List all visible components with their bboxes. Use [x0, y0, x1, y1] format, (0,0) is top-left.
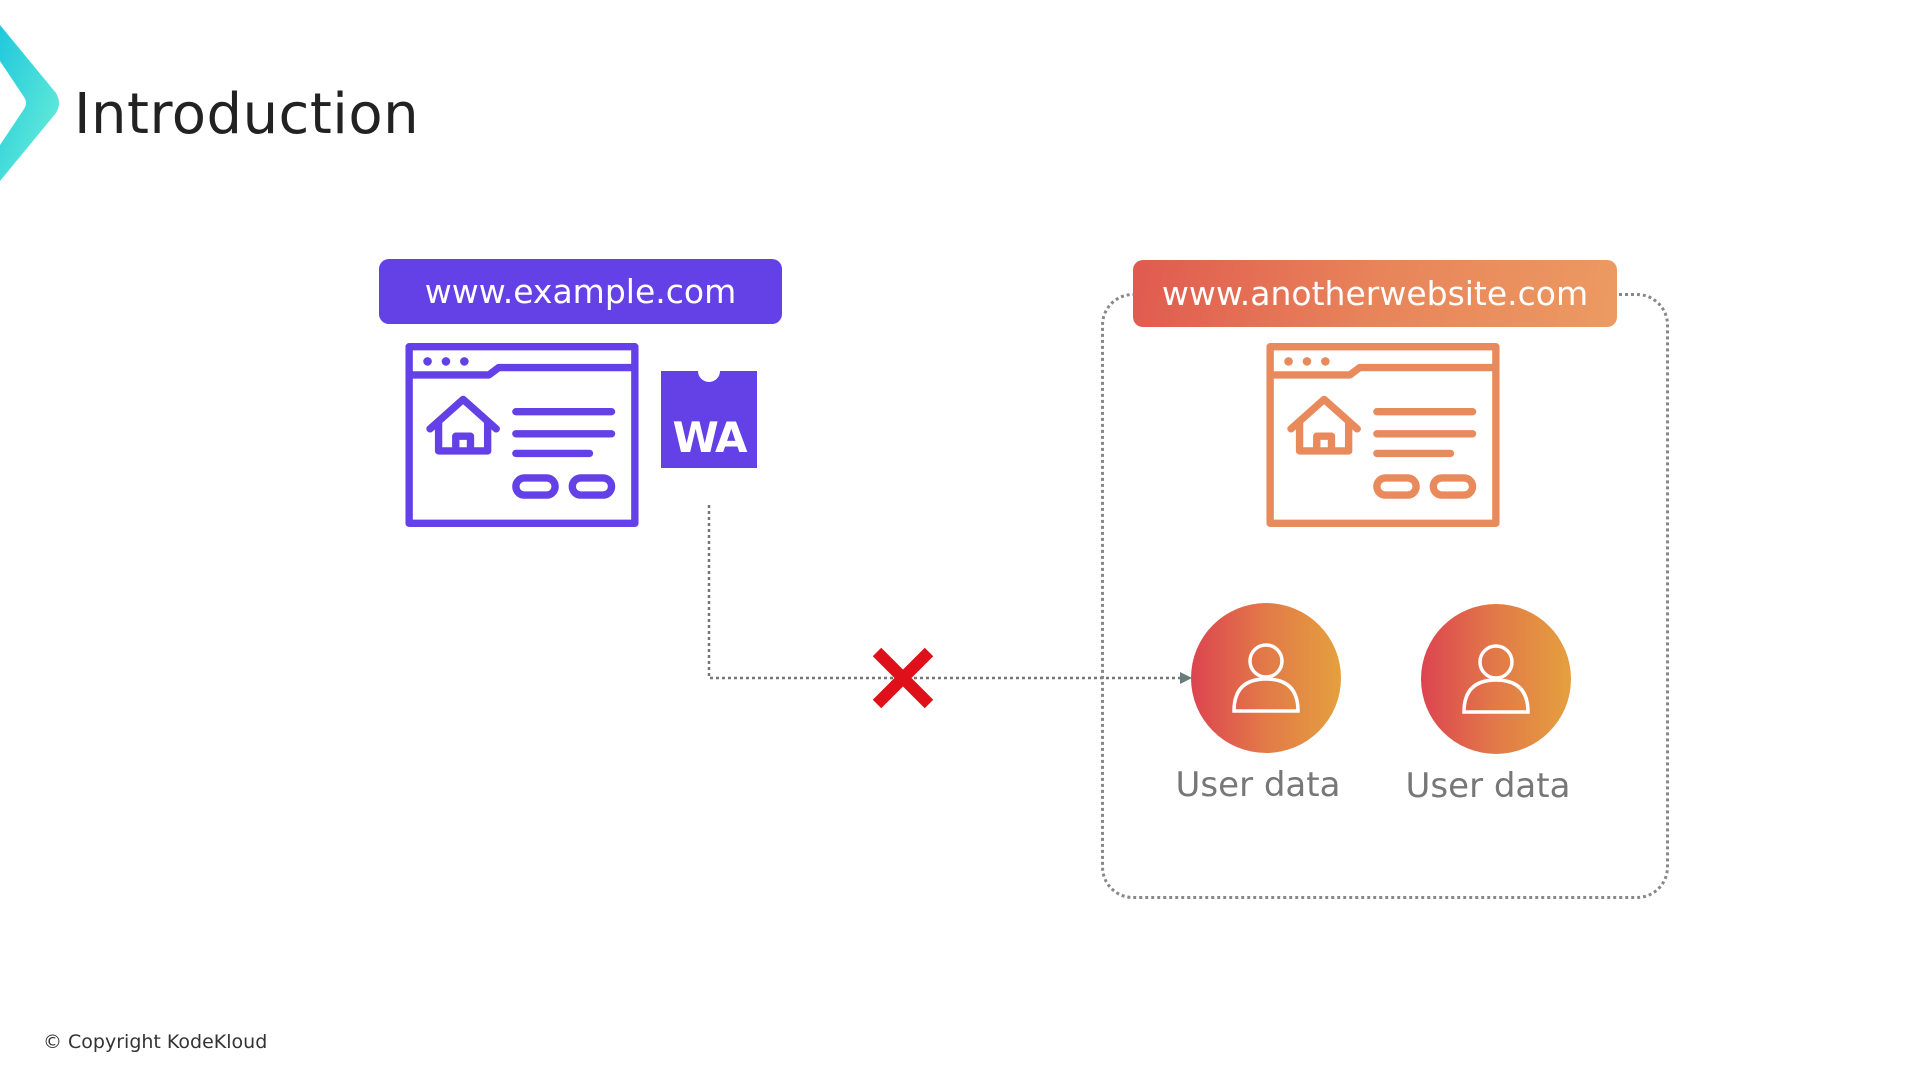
- user-data-label: User data: [1175, 765, 1341, 805]
- user-data-label: User data: [1405, 766, 1571, 806]
- wa-badge-text: WA: [672, 413, 748, 462]
- wa-badge: WA: [661, 360, 757, 468]
- blocked-x-icon: [872, 647, 934, 709]
- user-data-circle: [1421, 604, 1571, 754]
- kodekloud-logo-chevron-icon: [0, 25, 59, 181]
- wa-notch: [698, 360, 720, 382]
- another-website-label: www.anotherwebsite.com: [1133, 260, 1617, 327]
- user-icon: [1462, 644, 1530, 714]
- copyright-footer: © Copyright KodeKloud: [43, 1031, 268, 1053]
- browser-window-icon: [405, 343, 639, 527]
- user-data-circle: [1191, 603, 1341, 753]
- page-title: Introduction: [74, 82, 420, 147]
- example-site-label: www.example.com: [379, 259, 782, 324]
- browser-window-icon: [1266, 343, 1500, 527]
- user-icon: [1232, 643, 1300, 713]
